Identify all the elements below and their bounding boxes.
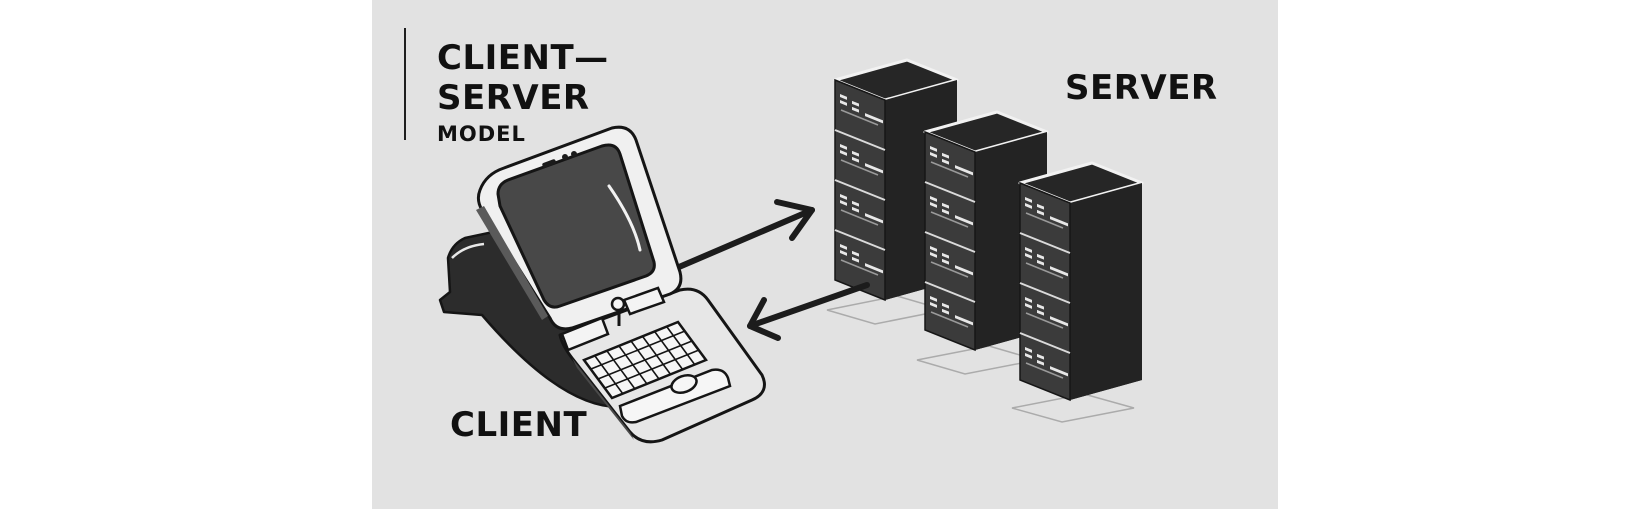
diagram-title: CLIENT— SERVER MODEL xyxy=(437,38,609,148)
client-device-icon xyxy=(438,125,766,444)
client-label: CLIENT xyxy=(450,405,588,445)
title-line-server: SERVER xyxy=(437,78,590,118)
server-rack-3 xyxy=(1011,161,1144,423)
diagram-panel: CLIENT— SERVER MODEL xyxy=(372,0,1278,509)
response-arrow-icon xyxy=(747,282,870,341)
title-accent-rule xyxy=(404,28,406,140)
request-arrow-icon xyxy=(669,199,815,273)
title-line-model: MODEL xyxy=(437,122,526,146)
server-label: SERVER xyxy=(1065,68,1218,108)
title-line-client: CLIENT— xyxy=(437,38,609,78)
diagram-artwork xyxy=(438,58,1144,444)
server-rack-2 xyxy=(916,110,1049,375)
